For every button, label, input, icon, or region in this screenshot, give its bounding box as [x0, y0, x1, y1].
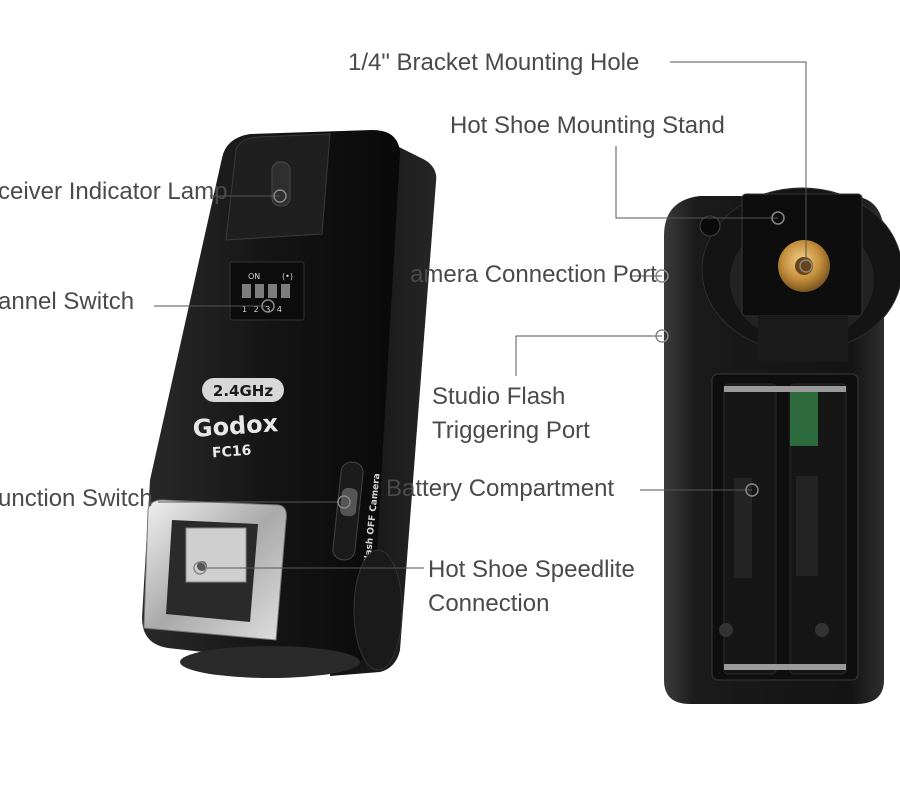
frequency-badge — [202, 378, 284, 402]
label-channel-switch: annel Switch — [0, 288, 134, 315]
label-function-switch: unction Switch — [0, 485, 153, 512]
battery-polarity-left — [734, 478, 752, 578]
callout-line-studio-flash — [515, 335, 662, 376]
top-port — [699, 215, 721, 237]
locking-wheel[interactable] — [353, 549, 403, 671]
battery-contact-top — [724, 386, 846, 392]
callout-line-hot-shoe-stand — [615, 146, 778, 219]
battery-polarity-right — [796, 476, 818, 576]
battery-spring-right — [815, 623, 829, 637]
marker-studio-flash — [655, 329, 669, 343]
dip-extra-label: (•) — [282, 272, 293, 281]
marker-battery — [745, 483, 759, 497]
marker-indicator-lamp — [273, 189, 287, 203]
marker-channel-switch — [261, 299, 275, 313]
label-camera-port: amera Connection Port — [410, 261, 657, 288]
dip-on-label: ON — [248, 272, 260, 281]
mounting-hole — [795, 257, 813, 275]
battery-spring-left — [719, 623, 733, 637]
label-studio-flash-line1: Studio Flash — [432, 383, 565, 410]
label-indicator-lamp: ceiver Indicator Lamp — [0, 178, 227, 205]
battery-contact-bottom — [724, 664, 846, 670]
label-mounting-hole: 1/4" Bracket Mounting Hole — [348, 49, 639, 76]
marker-mounting-hole — [799, 259, 813, 273]
label-speedlite-line1: Hot Shoe Speedlite — [428, 556, 635, 583]
callout-markers — [193, 189, 813, 575]
marker-camera-port — [655, 269, 669, 283]
label-speedlite-line2: Connection — [428, 590, 549, 617]
callouts — [154, 61, 807, 569]
circuit-board — [790, 386, 818, 446]
dip-numbers-label: 1 2 3 4 — [242, 305, 284, 314]
hot-shoe-contact-plate — [185, 527, 247, 583]
bottom-base — [180, 646, 360, 678]
model-text: FC16 — [212, 443, 252, 462]
dip-switches[interactable] — [242, 284, 290, 298]
label-hot-shoe-stand: Hot Shoe Mounting Stand — [450, 112, 725, 139]
brand-logo-text: Godox — [192, 409, 280, 443]
function-switch-knob[interactable] — [340, 487, 359, 517]
label-battery: Battery Compartment — [386, 475, 614, 502]
marker-function-switch — [337, 495, 351, 509]
receiver-front-view: ON (•) 1 2 3 4 2.4GHz Godox FC16 Flash O… — [142, 130, 437, 678]
frequency-badge-text: 2.4GHz — [213, 382, 273, 400]
hot-shoe-stand-neck — [758, 316, 848, 362]
receiver-back-view — [664, 187, 900, 704]
marker-speedlite — [193, 561, 207, 575]
label-studio-flash-line2: Triggering Port — [432, 417, 590, 444]
callout-line-mounting-hole — [670, 61, 807, 266]
marker-hot-shoe-stand — [771, 211, 785, 225]
